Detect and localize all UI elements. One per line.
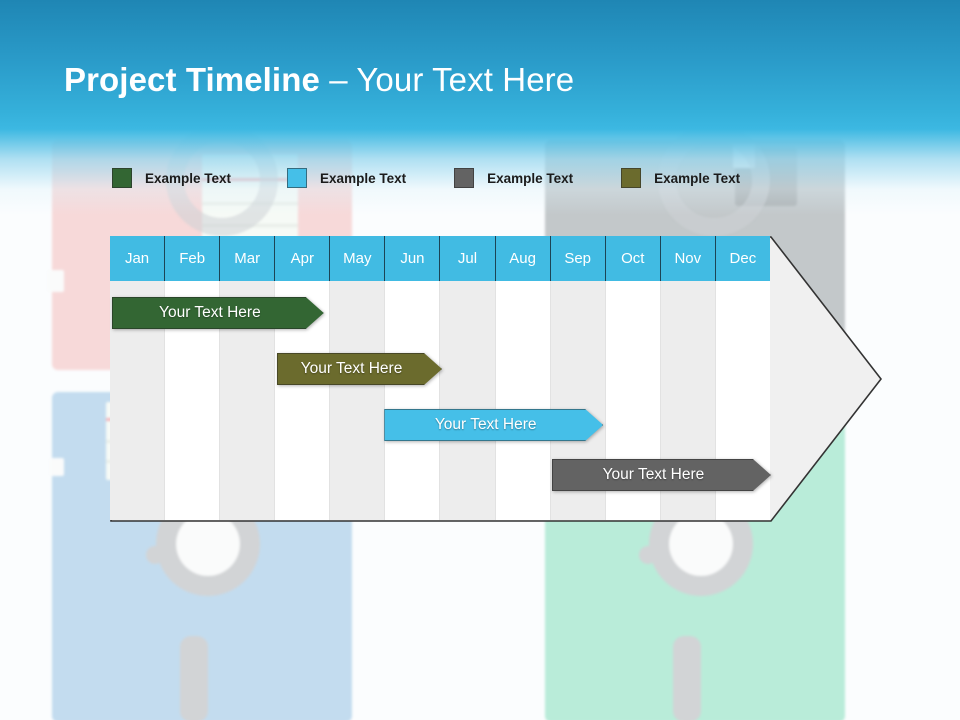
month-header-dec[interactable]: Dec [715, 236, 770, 281]
page-title-strong: Project Timeline [64, 61, 320, 98]
task-bar-3[interactable]: Your Text Here [384, 409, 603, 441]
legend-swatch-blue [287, 168, 308, 188]
month-header-jun[interactable]: Jun [385, 236, 441, 281]
month-header-sep[interactable]: Sep [550, 236, 606, 281]
grid-column-jul [440, 281, 496, 520]
grid-column-may [330, 281, 386, 520]
legend-swatch-green [112, 168, 132, 188]
month-header-jan[interactable]: Jan [110, 236, 166, 281]
month-header-oct[interactable]: Oct [605, 236, 661, 281]
task-bar-shape-2 [277, 353, 442, 385]
legend: Example Text Example Text Example Text Exam… [112, 168, 740, 188]
page-title: Project Timeline – Your Text Here [64, 58, 574, 102]
task-bar-label-3: Your Text Here [434, 416, 537, 433]
legend-item-4: Example Text [621, 168, 740, 188]
legend-swatch-gray [454, 168, 475, 188]
month-header-jul[interactable]: Jul [440, 236, 496, 281]
task-bar-shape-3 [384, 409, 603, 441]
month-header-apr[interactable]: Apr [275, 236, 331, 281]
legend-label-2: Example Text [320, 170, 407, 186]
grid-column-aug [495, 281, 551, 520]
month-header-nov[interactable]: Nov [660, 236, 716, 281]
grid-column-jun [385, 281, 441, 520]
task-bar-label-4: Your Text Here [602, 466, 705, 483]
legend-label-1: Example Text [145, 170, 232, 186]
month-header-mar[interactable]: Mar [220, 236, 276, 281]
task-bar-shape-4 [552, 459, 771, 491]
month-header-may[interactable]: May [330, 236, 386, 281]
task-bar-label-2: Your Text Here [300, 360, 403, 377]
legend-label-3: Example Text [487, 170, 574, 186]
legend-item-3: Example Text [454, 168, 573, 188]
task-bar-label-1: Your Text Here [159, 304, 261, 321]
month-header-feb[interactable]: Feb [165, 236, 221, 281]
task-bar-2[interactable]: Your Text Here [277, 353, 442, 385]
month-header-aug[interactable]: Aug [495, 236, 551, 281]
legend-label-4: Example Text [654, 170, 741, 186]
legend-item-2: Example Text [287, 168, 406, 188]
task-bar-shape-1 [112, 297, 324, 329]
legend-swatch-olive [621, 168, 642, 188]
task-bar-1[interactable]: Your Text Here [112, 297, 324, 329]
task-bar-4[interactable]: Your Text Here [552, 459, 771, 491]
legend-item-1: Example Text [112, 168, 231, 188]
page-title-light: Your Text Here [356, 61, 575, 98]
page-title-separator: – [319, 61, 357, 98]
